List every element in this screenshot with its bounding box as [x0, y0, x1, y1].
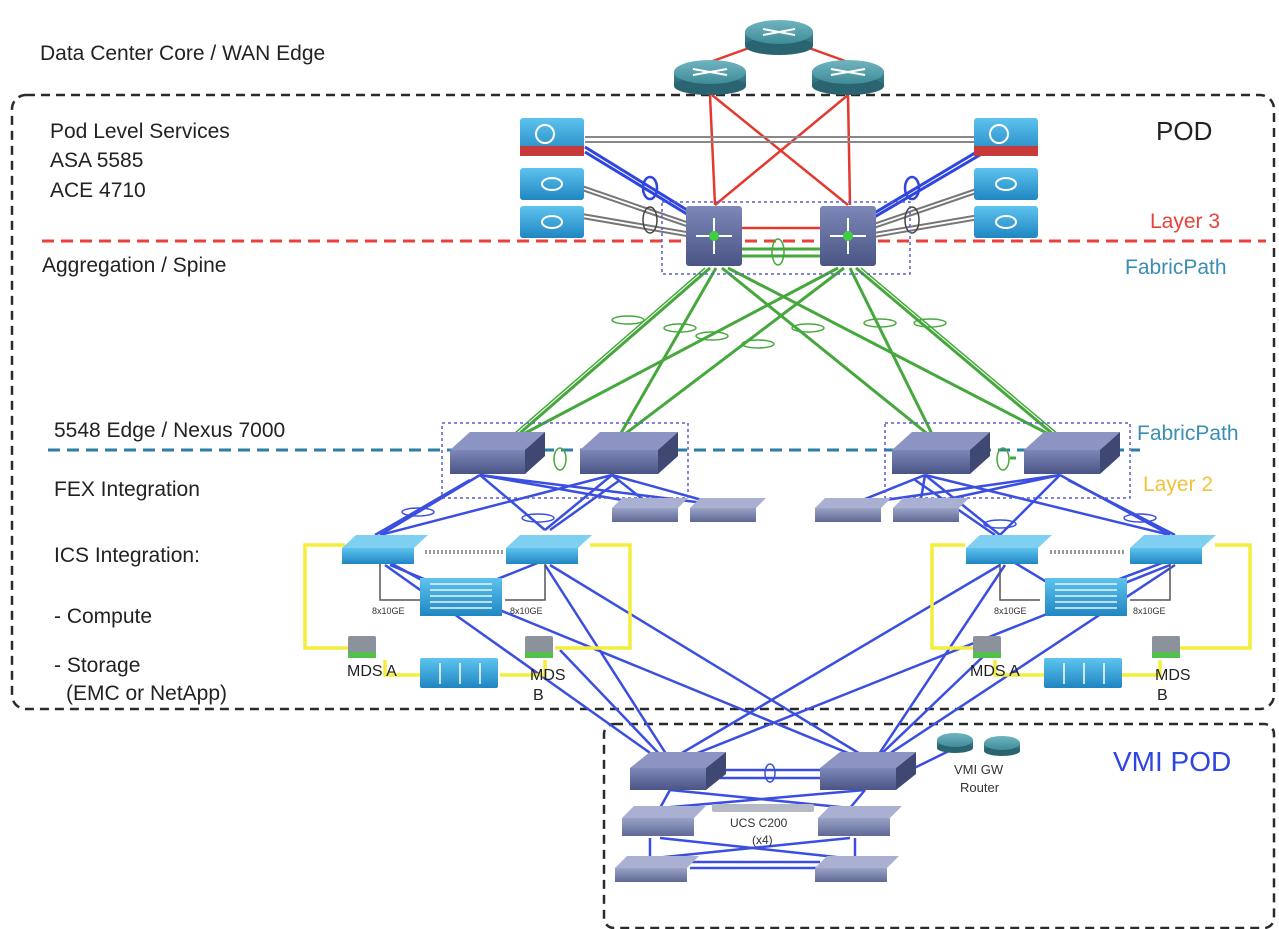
mds-switch-icon — [525, 636, 553, 658]
ics-label: ICS Integration: — [54, 544, 200, 567]
layer2-label: Layer 2 — [1143, 473, 1213, 496]
ucs-count-label: (x4) — [752, 833, 773, 847]
ics-grey-links — [379, 550, 1171, 601]
mds-b-left-label: MDS — [530, 667, 566, 684]
router-icon — [984, 736, 1020, 756]
nexus5548-icon — [580, 432, 678, 474]
ucs-chassis-icon — [420, 578, 502, 616]
ucs-c200-label: UCS C200 — [730, 816, 788, 830]
storage-label: - Storage — [54, 654, 140, 677]
mds-switch-icon — [973, 636, 1001, 658]
asa-label: ASA 5585 — [50, 149, 143, 172]
router-icon — [674, 60, 746, 95]
ace-label: ACE 4710 — [50, 179, 146, 202]
load-balancer-icon — [974, 168, 1038, 200]
vmi-gw-label: VMI GW — [954, 762, 1004, 777]
emc-label: (EMC or NetApp) — [66, 682, 227, 705]
mds-a-left-label: MDS A — [347, 663, 397, 680]
firewall-icon — [974, 118, 1038, 156]
fex-icon — [690, 498, 766, 522]
router-icon — [937, 733, 973, 753]
fabric-interconnect-icon — [506, 535, 592, 564]
pod-services-label: Pod Level Services — [50, 120, 230, 143]
fabricpath-links — [506, 247, 1066, 460]
fex-icon — [815, 498, 891, 522]
vmi-gw-router-label: Router — [960, 780, 1000, 795]
layer3-label: Layer 3 — [1150, 210, 1220, 233]
san-links — [303, 543, 1252, 677]
nexus5548-icon — [630, 752, 726, 790]
vmi-pod-boundary — [602, 722, 1276, 929]
nexus7000-icon — [686, 206, 742, 266]
storage-array-icon — [420, 658, 498, 688]
tengig-label: 8x10GE — [510, 606, 543, 616]
mds-switch-icon — [348, 636, 376, 658]
nexus5548-icon — [450, 432, 545, 474]
pod-boundary — [10, 93, 1276, 711]
ucs-chassis-icon — [1045, 578, 1127, 616]
nexus5548-icon — [820, 752, 916, 790]
mds-b-right-label: MDS — [1155, 667, 1191, 684]
service-links — [581, 136, 986, 239]
fabricpath-port-channels — [553, 238, 1010, 471]
fex-icon — [615, 856, 699, 882]
router-icon — [812, 60, 884, 95]
tengig-label: 8x10GE — [994, 606, 1027, 616]
fex-icon — [622, 806, 706, 836]
firewall-icon — [520, 118, 584, 156]
fabricpath-top-label: FabricPath — [1125, 256, 1227, 279]
ucs-rack-server-icon — [712, 804, 814, 812]
load-balancer-icon — [520, 206, 584, 238]
vmi-pod-label: VMI POD — [1113, 746, 1231, 777]
access-port-channels — [401, 507, 1157, 783]
core-label: Data Center Core / WAN Edge — [40, 42, 325, 65]
fex-icon — [612, 498, 688, 522]
tengig-label: 8x10GE — [372, 606, 405, 616]
mds-switch-icon — [1152, 636, 1180, 658]
fex-icon — [818, 806, 902, 836]
fabricpath-mid-label: FabricPath — [1137, 422, 1239, 445]
compute-label: - Compute — [54, 605, 152, 628]
nexus5548-icon — [1024, 432, 1120, 474]
vpc-groupings — [441, 201, 1131, 499]
aggregation-label: Aggregation / Spine — [42, 254, 226, 277]
storage-array-icon — [1044, 658, 1122, 688]
fabric-interconnect-icon — [342, 535, 428, 564]
tengig-label: 8x10GE — [1133, 606, 1166, 616]
mds-a-right-label: MDS A — [970, 663, 1020, 680]
router-icon — [745, 20, 813, 55]
pod-label: POD — [1156, 116, 1212, 146]
mds-b-right-sub-label: B — [1157, 687, 1168, 704]
edge-label: 5548 Edge / Nexus 7000 — [54, 419, 285, 442]
load-balancer-icon — [520, 168, 584, 200]
fex-label: FEX Integration — [54, 478, 200, 501]
fex-icon — [893, 498, 969, 522]
fabric-interconnect-icon — [1130, 535, 1216, 564]
nexus7000-icon — [820, 206, 876, 266]
fabric-interconnect-icon — [966, 535, 1052, 564]
nexus5548-icon — [892, 432, 990, 474]
mds-b-left-sub-label: B — [533, 687, 544, 704]
fex-icon — [815, 856, 899, 882]
load-balancer-icon — [974, 206, 1038, 238]
